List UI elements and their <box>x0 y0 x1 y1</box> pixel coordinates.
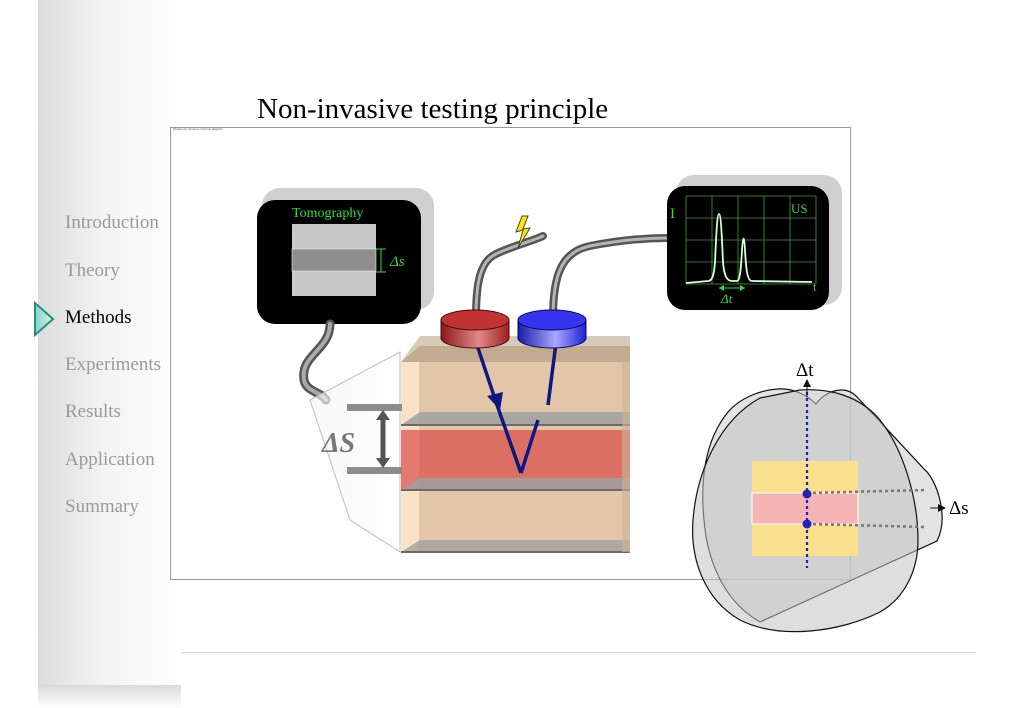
section-dt-label: Δt <box>796 360 814 381</box>
receiver-cable <box>549 234 672 322</box>
ultrasound-axis-t: t <box>813 280 817 294</box>
ultrasound-grid <box>685 195 817 285</box>
ultrasound-dt-label: Δt <box>720 291 733 306</box>
tomography-monitor: Tomography Δs <box>257 188 434 324</box>
nav-item-experiments[interactable]: Experiments <box>65 354 162 375</box>
active-section-arrow-icon <box>34 301 55 337</box>
tomography-beam <box>309 351 401 553</box>
sample-ds-label: ΔS <box>321 428 355 459</box>
slide-title: Non-invasive testing principle <box>257 93 609 125</box>
ultrasound-signal <box>685 213 813 284</box>
nav-item-results[interactable]: Results <box>65 401 121 422</box>
nav-item-methods[interactable]: Methods <box>65 307 132 328</box>
ultrasound-label: US <box>791 201 808 216</box>
ultrasonic-beam <box>475 342 558 474</box>
nav-item-theory[interactable]: Theory <box>65 260 120 281</box>
section-ds-label: Δs <box>949 498 969 519</box>
lightning-icon <box>515 215 531 249</box>
ultrasound-axis-i: I <box>670 206 675 222</box>
cross-section-sketch: Δt Δs <box>692 360 969 633</box>
sidebar-background <box>38 0 181 685</box>
nav-item-summary[interactable]: Summary <box>65 496 139 517</box>
transmitter-probe <box>440 309 510 349</box>
section-defect-band <box>751 492 859 525</box>
diagram-frame <box>170 127 851 580</box>
sample-block <box>401 336 630 553</box>
frame-caption: Mushroom structure rhizome diagram <box>173 127 223 131</box>
sample-thickness-indicator: ΔS <box>321 404 402 474</box>
footer-divider <box>181 652 975 653</box>
ultrasound-monitor: I US t Δt <box>667 175 842 310</box>
sidebar-footer-shade <box>38 685 181 708</box>
nav-item-application[interactable]: Application <box>65 449 155 470</box>
tomography-label: Tomography <box>292 206 363 221</box>
receiver-probe <box>517 309 587 349</box>
nav-item-introduction[interactable]: Introduction <box>65 212 159 233</box>
tomography-ds-label: Δs <box>389 254 405 270</box>
